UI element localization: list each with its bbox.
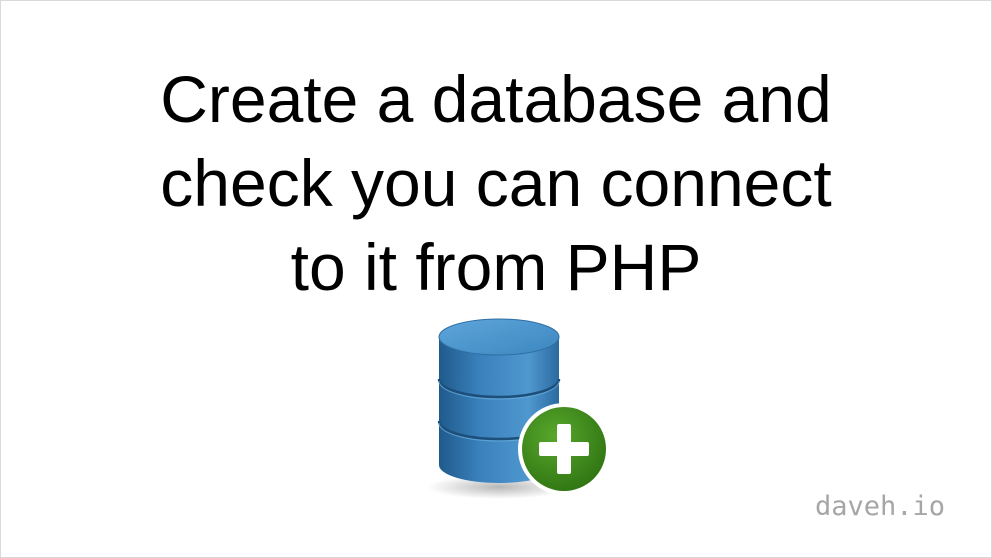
slide-title: Create a database and check you can conn… — [1, 57, 991, 309]
title-line-2: check you can connect — [160, 146, 832, 220]
cylinder-top — [439, 319, 559, 355]
title-line-3: to it from PHP — [290, 230, 702, 304]
title-line-1: Create a database and — [160, 62, 832, 136]
brand-watermark: daveh.io — [814, 491, 945, 522]
plus-icon-horizontal — [539, 442, 589, 456]
cylinder-ring-1 — [437, 378, 561, 399]
database-add-icon — [427, 318, 610, 499]
